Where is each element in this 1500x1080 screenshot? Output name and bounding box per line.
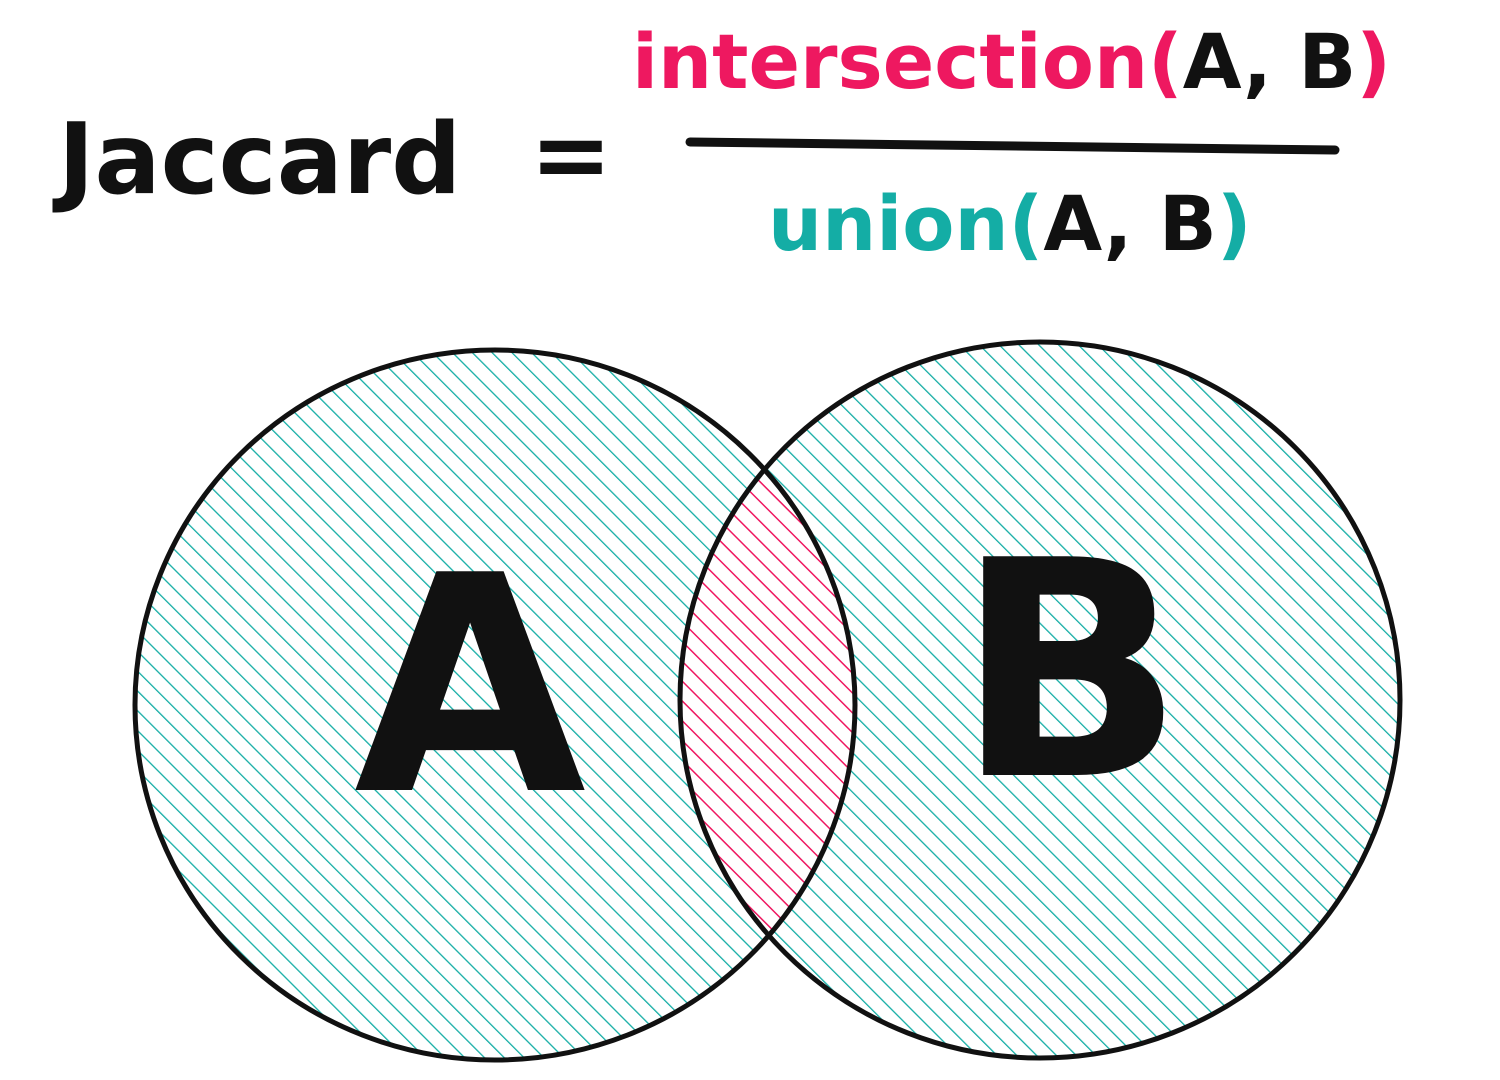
set-b-label: B: [956, 497, 1185, 846]
denominator-open-paren: (: [1009, 179, 1044, 268]
formula-denominator: union(A, B): [768, 179, 1252, 268]
numerator-function: intersection: [632, 17, 1148, 106]
venn-diagram: A B: [132, 339, 1403, 1063]
numerator-args: A, B: [1183, 17, 1357, 106]
denominator-function: union: [768, 179, 1009, 268]
set-b-hatch: [680, 342, 1400, 1058]
set-a-label: A: [354, 512, 588, 861]
formula: Jaccard = intersection(A, B) union(A, B): [52, 17, 1391, 268]
formula-lhs: Jaccard: [52, 103, 461, 217]
numerator-close-paren: ): [1356, 17, 1391, 106]
formula-numerator: intersection(A, B): [632, 17, 1391, 106]
set-a-hatch: [135, 350, 855, 1060]
denominator-args: A, B: [1043, 179, 1217, 268]
set-b-outline: [677, 339, 1403, 1061]
formula-equals: =: [530, 98, 612, 212]
denominator-close-paren: ): [1217, 179, 1252, 268]
fraction-bar: [685, 137, 1340, 155]
set-a-outline: [132, 347, 858, 1063]
numerator-open-paren: (: [1148, 17, 1183, 106]
